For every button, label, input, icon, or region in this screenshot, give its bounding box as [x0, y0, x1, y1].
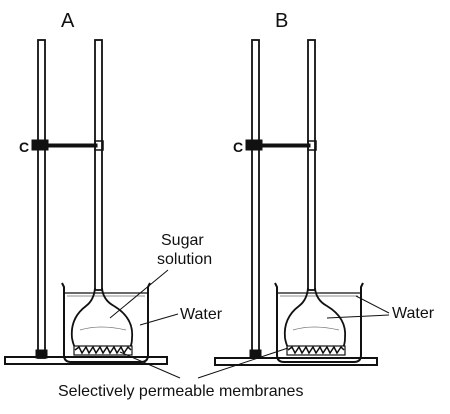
- sugar-solution-leader: [109, 269, 169, 319]
- setup-a: C A Sugar solution Water: [4, 10, 223, 365]
- clamp-label-a: C: [19, 139, 29, 155]
- funnel-bulb-a: [70, 287, 134, 353]
- beaker-a: [61, 282, 151, 363]
- stand-rod-a: [37, 39, 46, 359]
- water-leader-a: [139, 313, 179, 326]
- tube-b: [307, 39, 316, 291]
- setup-b: C B Water: [214, 10, 435, 366]
- stand-base-b: [214, 357, 378, 366]
- membranes-label: Selectively permeable membranes: [58, 383, 303, 400]
- membrane-leader-b: [197, 347, 289, 379]
- clamp-label-b: C: [233, 139, 243, 155]
- clamp-b: C: [233, 139, 317, 155]
- water-label-b: Water: [392, 305, 435, 322]
- funnel-bulb-b: [283, 287, 347, 353]
- stand-rod-b: [251, 39, 260, 359]
- membrane-leader-a: [119, 351, 181, 379]
- stand-foot-b: [249, 349, 262, 359]
- beaker-b: [274, 282, 364, 363]
- sugar-solution-label-line1: Sugar: [161, 232, 204, 249]
- tube-a: [94, 39, 103, 291]
- setup-label-b: B: [275, 10, 288, 32]
- sugar-solution-label-line2: solution: [157, 251, 212, 268]
- setup-label-a: A: [61, 10, 75, 32]
- water-leader-b-outer: [355, 295, 390, 314]
- clamp-a: C: [19, 139, 104, 155]
- membrane-b: [286, 345, 346, 356]
- stand-foot-a: [35, 349, 48, 359]
- membranes-callout: Selectively permeable membranes: [58, 347, 303, 400]
- water-leader-b-inner: [326, 314, 390, 319]
- water-label-a: Water: [180, 306, 223, 323]
- membrane-a: [73, 345, 133, 356]
- stand-base-a: [4, 356, 168, 365]
